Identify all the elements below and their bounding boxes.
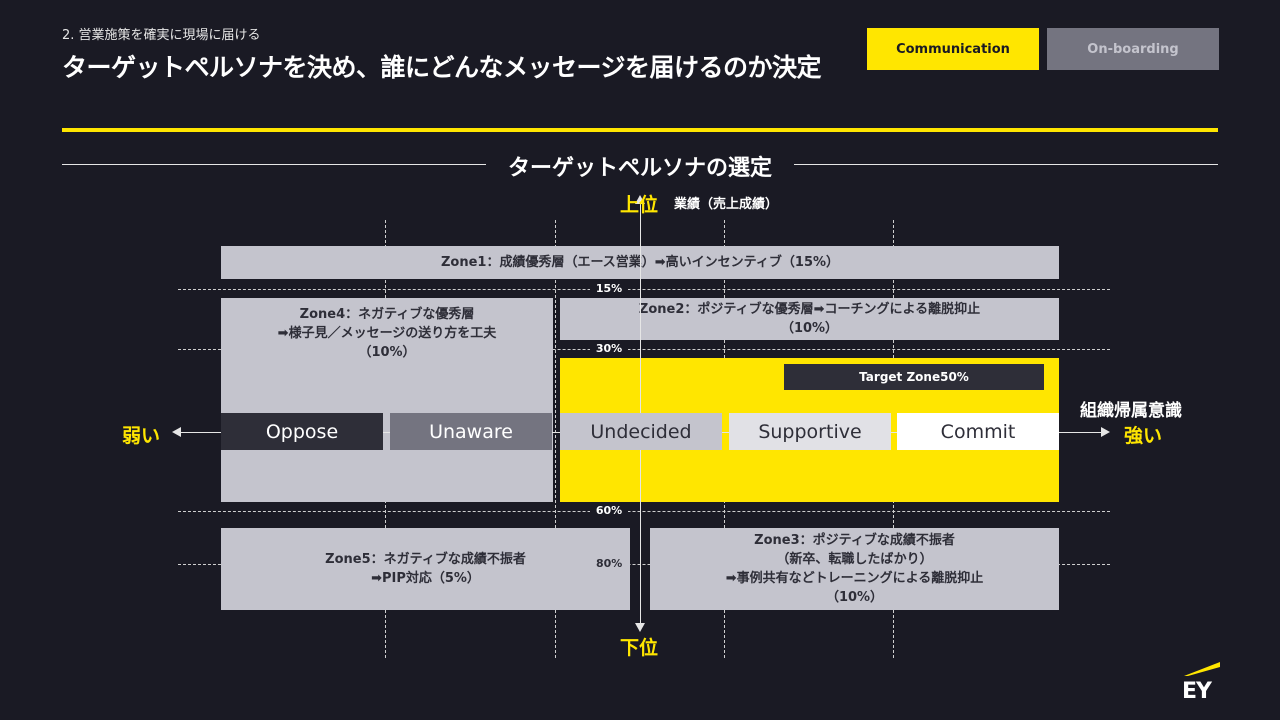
- zone2-text-2: （10%）: [780, 321, 839, 336]
- grid-vline: [555, 220, 556, 658]
- arrow-left-icon: [172, 427, 181, 437]
- zone4-text-2: ➡様子見／メッセージの送り方を工夫: [277, 326, 497, 341]
- zone3-text-3: ➡事例共有などトレーニングによる離脱抑止: [725, 571, 984, 586]
- percent-mark-80: 80%: [596, 557, 623, 570]
- stage-undecided: Undecided: [560, 413, 722, 450]
- arrow-up-icon: [635, 195, 645, 204]
- target-zone-label: Target Zone50%: [784, 364, 1044, 390]
- zone5-text-1: Zone5：ネガティブな成績不振者: [325, 552, 526, 567]
- zone5-box: Zone5：ネガティブな成績不振者 ➡PIP対応（5%）: [221, 528, 630, 610]
- percent-mark-60: 60%: [590, 504, 628, 517]
- percent-mark-30: 30%: [590, 342, 628, 355]
- zone3-text-1: Zone3：ポジティブな成績不振者: [754, 533, 955, 548]
- grid-hline-60: [178, 511, 1110, 512]
- axis-right-label: 強い: [1124, 425, 1163, 447]
- axis-right-caption: 組織帰属意識: [1080, 401, 1182, 421]
- section-title: ターゲットペルソナの選定: [507, 156, 772, 181]
- zone3-box: Zone3：ポジティブな成績不振者 （新卒、転職したばかり） ➡事例共有などトレ…: [650, 528, 1059, 610]
- header-divider: [62, 128, 1218, 132]
- grid-hline-15: [178, 289, 1110, 290]
- stage-oppose: Oppose: [221, 413, 383, 450]
- section-line-left: [62, 164, 486, 165]
- tab-onboarding[interactable]: On-boarding: [1047, 28, 1219, 70]
- section-line-right: [794, 164, 1218, 165]
- axis-top-caption: 業績（売上成績）: [674, 197, 779, 212]
- zone3-text-2: （新卒、転職したばかり）: [776, 552, 933, 567]
- zone4-text-3: （10%）: [358, 345, 416, 360]
- axis-left-label: 弱い: [122, 425, 161, 447]
- grid-hline-30: [178, 349, 1110, 350]
- grid-hline-80: [178, 564, 1110, 565]
- zone3-text-4: （10%）: [825, 590, 884, 605]
- stage-supportive: Supportive: [729, 413, 891, 450]
- axis-bottom-label: 下位: [620, 637, 659, 659]
- arrow-right-icon: [1101, 427, 1110, 437]
- zone2-text-1: Zone2：ポジティブな優秀層➡コーチングによる離脱抑止: [638, 302, 981, 317]
- slide-subtitle: 2. 営業施策を確実に現場に届ける: [62, 28, 261, 43]
- tab-communication[interactable]: Communication: [867, 28, 1039, 70]
- arrow-down-icon: [635, 623, 645, 632]
- stage-unaware: Unaware: [390, 413, 552, 450]
- zone4-box: Zone4：ネガティブな優秀層 ➡様子見／メッセージの送り方を工夫 （10%）: [221, 298, 553, 502]
- zone5-text-2: ➡PIP対応（5%）: [371, 571, 480, 586]
- ey-logo-beam-icon: [1184, 662, 1220, 676]
- ey-logo: EY: [1182, 679, 1212, 704]
- zone2-box: Zone2：ポジティブな優秀層➡コーチングによる離脱抑止 （10%）: [560, 298, 1059, 340]
- zone4-text-1: Zone4：ネガティブな優秀層: [299, 307, 475, 322]
- stage-commit: Commit: [897, 413, 1059, 450]
- axis-top-label: 上位: [620, 194, 659, 216]
- percent-mark-15: 15%: [590, 282, 628, 295]
- slide-title: ターゲットペルソナを決め、誰にどんなメッセージを届けるのか決定: [62, 53, 822, 82]
